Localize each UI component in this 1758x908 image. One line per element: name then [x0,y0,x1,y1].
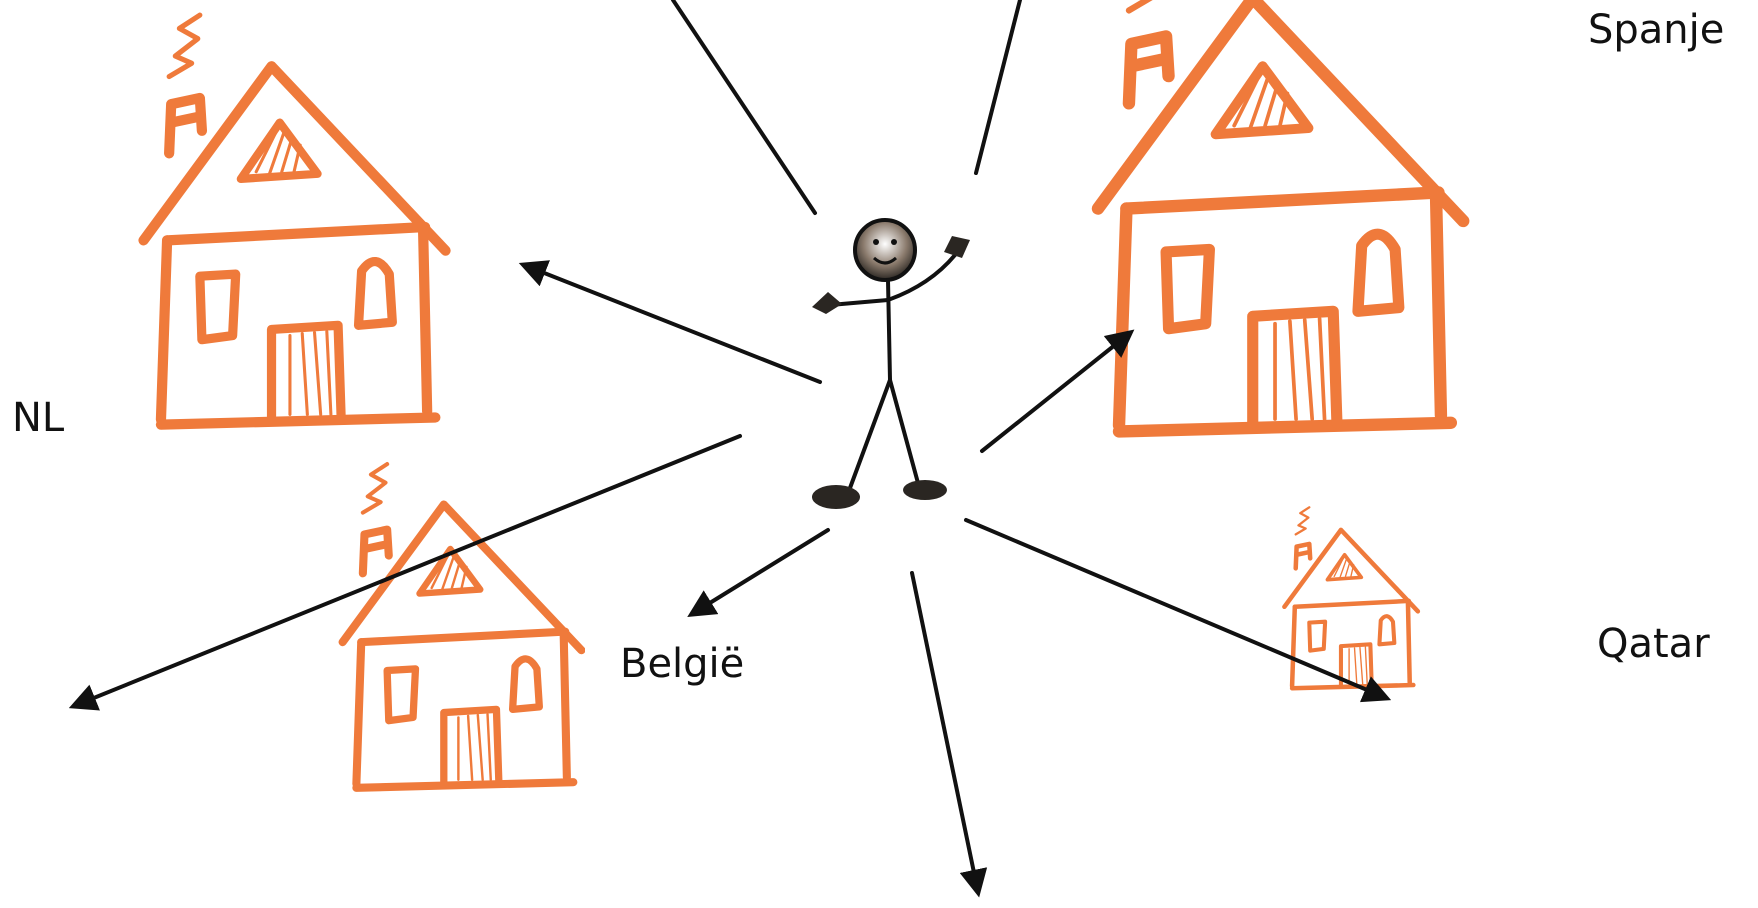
stick-figure-icon [812,218,970,509]
line-top-left [671,0,817,215]
house-spanje-icon [1098,0,1463,431]
arrow-to-spanje [980,329,1135,453]
arrow-to-belgie [687,528,830,617]
label-spanje: Spanje [1588,7,1725,53]
label-qatar: Qatar [1597,621,1710,667]
label-nl: NL [12,395,65,441]
house-nl-icon [144,15,446,425]
line-top-right [974,0,1022,175]
arrow-far-left [68,434,742,711]
house-qatar-icon [1284,507,1417,688]
arrow-down [910,571,988,898]
arrow-to-qatar [964,518,1392,703]
arrow-to-nl [518,260,822,384]
label-belgie: België [620,641,745,687]
house-belgie-icon [343,464,582,788]
